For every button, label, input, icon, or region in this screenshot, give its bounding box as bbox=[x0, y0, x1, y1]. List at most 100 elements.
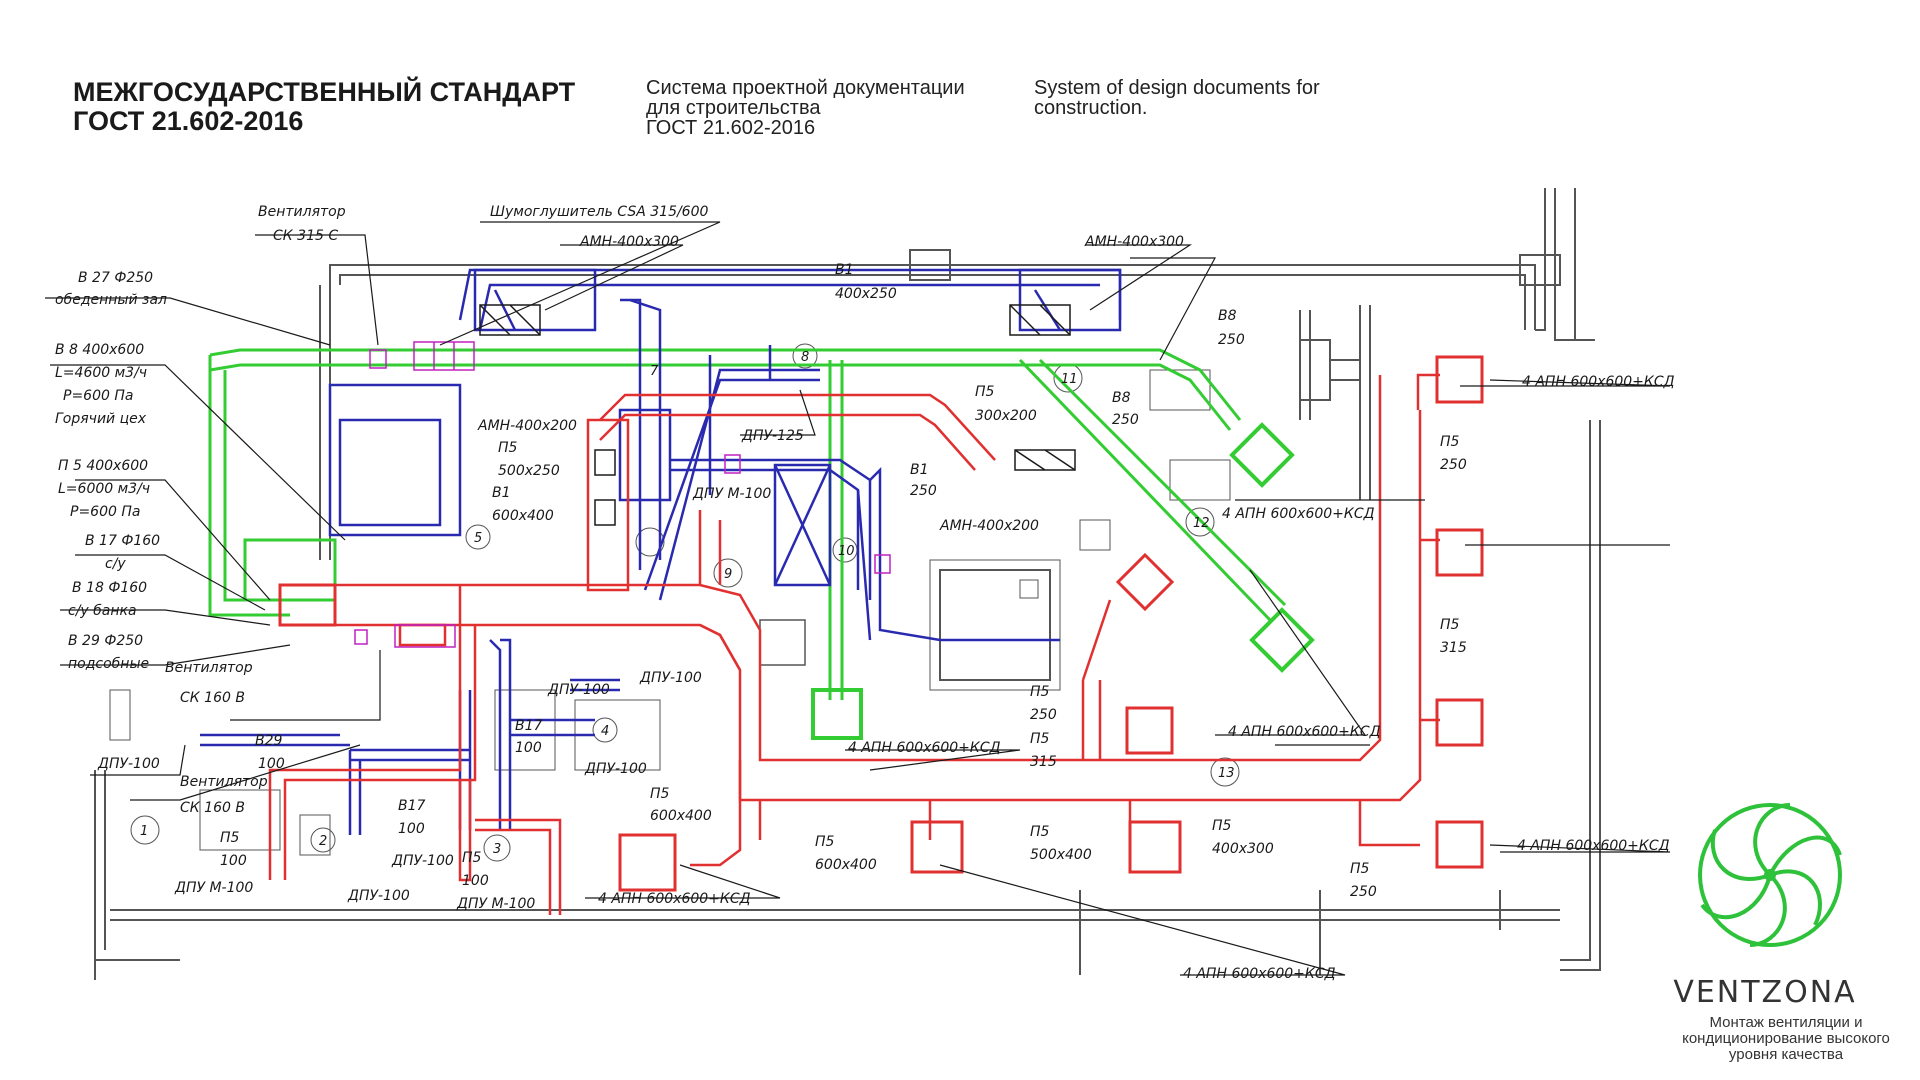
label-apn-3: 4 АПН 600х600+КСД bbox=[1228, 724, 1381, 740]
label-b17-a: В17 bbox=[515, 718, 543, 734]
label-p5-250-c: П5 bbox=[1350, 861, 1370, 877]
label-amn-top-2: АМН-400х300 bbox=[1084, 234, 1184, 250]
label-b17-a-size: 100 bbox=[515, 740, 542, 756]
subtitle-en-line-2: construction. bbox=[1034, 97, 1148, 119]
subtitle-ru-line-2: для строительства bbox=[646, 97, 821, 119]
brand-tagline-line-1: Монтаж вентиляции и bbox=[1709, 1014, 1863, 1031]
label-v27-desc: обеденный зал bbox=[55, 292, 167, 308]
label-p5-315-a-size: 315 bbox=[1440, 640, 1467, 656]
equipment-fittings bbox=[354, 304, 1076, 648]
room-number-8: 8 bbox=[801, 350, 809, 365]
label-p5-315-a: П5 bbox=[1440, 617, 1460, 633]
label-p5-400x300-size: 400х300 bbox=[1212, 841, 1274, 857]
label-dpu100-e: ДПУ-100 bbox=[391, 853, 454, 869]
label-p5-600x400-a-size: 600х400 bbox=[650, 808, 712, 824]
label-p5-500x400-size: 500х400 bbox=[1030, 847, 1092, 863]
label-p5-300x200: П5 bbox=[975, 384, 995, 400]
document-title: МЕЖГОСУДАРСТВЕННЫЙ СТАНДАРТ ГОСТ 21.602-… bbox=[73, 78, 575, 136]
label-fan-2: Вентилятор bbox=[165, 660, 253, 676]
label-p5-100-a-size: 100 bbox=[220, 853, 247, 869]
label-apn-5: 4 АПН 600х600+КСД bbox=[1517, 838, 1670, 854]
subtitle-ru-line-3: ГОСТ 21.602-2016 bbox=[646, 117, 816, 139]
label-v8-desc: Горячий цех bbox=[55, 411, 147, 427]
label-amn-400x200-b: АМН-400х200 bbox=[939, 518, 1039, 534]
exhaust-duct-blue bbox=[200, 268, 1122, 835]
label-b1-250-size: 250 bbox=[910, 483, 937, 499]
label-p5-250-b-size: 250 bbox=[1030, 707, 1057, 723]
room-number-12: 12 bbox=[1193, 516, 1210, 531]
label-silencer: Шумоглушитель CSA 315/600 bbox=[490, 204, 709, 220]
label-apn-6: 4 АПН 600х600+КСД bbox=[598, 891, 751, 907]
room-number-9: 9 bbox=[724, 567, 732, 582]
leader-lines bbox=[45, 221, 1671, 976]
label-p5-a-p: P=600 Па bbox=[70, 504, 140, 520]
label-p5-400x300: П5 bbox=[1212, 818, 1232, 834]
title-line-2: ГОСТ 21.602-2016 bbox=[73, 106, 304, 136]
label-p5-250-a: П5 bbox=[1440, 434, 1460, 450]
label-b17-b: В17 bbox=[398, 798, 426, 814]
label-v18: В 18 Ф160 bbox=[72, 580, 147, 596]
label-p5-315-b: П5 bbox=[1030, 731, 1050, 747]
label-p5-600x400-b: П5 bbox=[815, 834, 835, 850]
label-dpu-m100-b: ДПУ М-100 bbox=[174, 880, 253, 896]
title-line-1: МЕЖГОСУДАРСТВЕННЫЙ СТАНДАРТ bbox=[73, 77, 576, 107]
label-v8-l: L=4600 м3/ч bbox=[55, 365, 147, 381]
label-amn-top-1: АМН-400х300 bbox=[579, 234, 679, 250]
label-v29-desc: подсобные bbox=[68, 656, 149, 672]
label-b29: В29 bbox=[255, 733, 283, 749]
building-walls bbox=[94, 188, 1601, 980]
label-dpu100-c: ДПУ-100 bbox=[547, 682, 610, 698]
label-b1-top: В1 bbox=[835, 262, 854, 278]
label-amn-400x200: АМН-400х200 bbox=[477, 418, 577, 434]
room-number-3: 3 bbox=[493, 842, 501, 857]
label-p5-100-a: П5 bbox=[220, 830, 240, 846]
label-v29: В 29 Ф250 bbox=[68, 633, 143, 649]
label-b1-top-size: 400х250 bbox=[835, 286, 897, 302]
label-b8-a-size: 250 bbox=[1218, 332, 1245, 348]
label-p5-100-b-size: 100 bbox=[462, 873, 489, 889]
room-number-5: 5 bbox=[474, 531, 482, 546]
subtitle-en-line-1: System of design documents for bbox=[1034, 77, 1320, 99]
subtitle-en: System of design documents for construct… bbox=[1034, 78, 1320, 118]
brand-tagline-line-3: уровня качества bbox=[1728, 1046, 1844, 1063]
label-apn-2: 4 АПН 600х600+КСД bbox=[1222, 506, 1375, 522]
label-p5-600x400-a: П5 bbox=[650, 786, 670, 802]
exhaust-duct-green bbox=[208, 348, 1315, 740]
label-b8-b: В8 bbox=[1112, 390, 1131, 406]
brand-tagline: Монтаж вентиляции и кондиционирование вы… bbox=[1652, 1015, 1920, 1063]
label-fan-3: Вентилятор bbox=[180, 774, 268, 790]
room-number-13: 13 bbox=[1218, 766, 1235, 781]
label-dpu100-d: ДПУ-100 bbox=[584, 761, 647, 777]
label-p5-600x400-b-size: 600х400 bbox=[815, 857, 877, 873]
label-p5-300x200-size: 300х200 bbox=[975, 408, 1037, 424]
label-b8-a: В8 bbox=[1218, 308, 1237, 324]
label-p5-500x250: П5 bbox=[498, 440, 518, 456]
label-p5-250-c-size: 250 bbox=[1350, 884, 1377, 900]
label-dpu-m100-a: ДПУ М-100 bbox=[692, 486, 771, 502]
label-p5-315-b-size: 315 bbox=[1030, 754, 1057, 770]
label-v18-desc: с/у банка bbox=[68, 603, 137, 619]
label-dpu125: ДПУ-125 bbox=[741, 428, 804, 444]
room-number-4: 4 bbox=[601, 724, 609, 739]
label-fan-1-model: СК 315 С bbox=[273, 228, 338, 244]
label-p5-250-a-size: 250 bbox=[1440, 457, 1467, 473]
plan-labels: Вентилятор СК 315 С Шумоглушитель CSA 31… bbox=[55, 204, 1675, 982]
label-fan-1: Вентилятор bbox=[258, 204, 346, 220]
brand-name: VENTZONA bbox=[1673, 975, 1857, 1010]
label-v8: В 8 400х600 bbox=[55, 342, 144, 358]
label-v17-desc: с/у bbox=[105, 556, 126, 572]
label-apn-1: 4 АПН 600х600+КСД bbox=[1522, 374, 1675, 390]
brand-tagline-line-2: кондиционирование высокого bbox=[1682, 1030, 1890, 1047]
label-dpu-m100-c: ДПУ М-100 bbox=[456, 896, 535, 912]
label-v8-p: P=600 Па bbox=[63, 388, 133, 404]
subtitle-ru-line-1: Система проектной документации bbox=[646, 77, 965, 99]
room-number-10: 10 bbox=[838, 544, 855, 559]
ventzona-logo-icon bbox=[1698, 803, 1842, 947]
room-number-7: 7 bbox=[650, 364, 659, 379]
label-dpu100-b: ДПУ-100 bbox=[639, 670, 702, 686]
label-fan-2-model: СК 160 В bbox=[180, 690, 245, 706]
label-b17-b-size: 100 bbox=[398, 821, 425, 837]
label-dpu100-a: ДПУ-100 bbox=[97, 756, 160, 772]
label-b29-size: 100 bbox=[258, 756, 285, 772]
label-p5-500x400: П5 bbox=[1030, 824, 1050, 840]
